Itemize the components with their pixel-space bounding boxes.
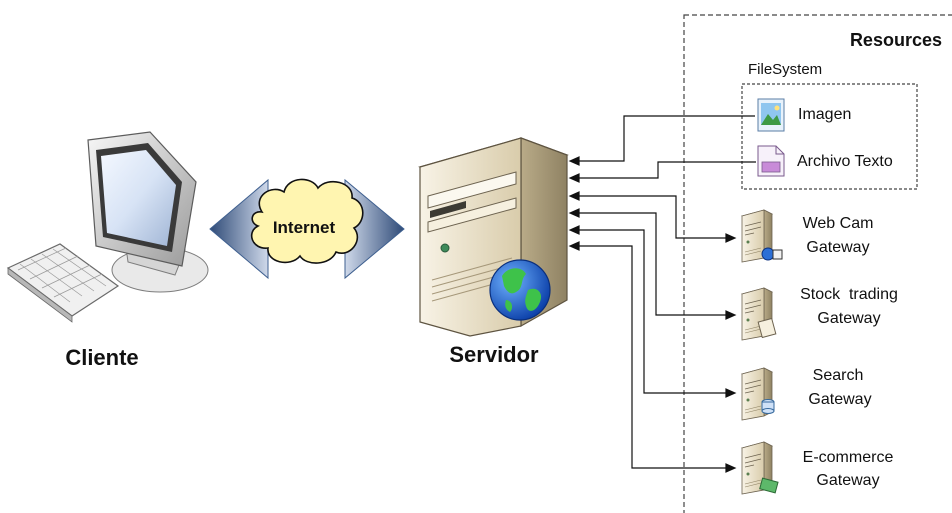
text-file-icon [757,145,785,177]
gateway-search-line2: Gateway [808,391,871,408]
client-computer-icon [6,131,209,323]
internet-connection [209,178,405,280]
server-label: Servidor [449,342,539,367]
search-gateway-server-icon [741,367,775,421]
gateway-search-line1: Search [813,367,864,384]
webcam-gateway-server-icon [741,209,783,263]
gateway-stock-line1: Stock trading [800,286,898,303]
file-label-archivo-texto: Archivo Texto [797,153,893,170]
connector-webcam-gateway [568,191,737,243]
stock-trading-gateway-server-icon [741,287,777,341]
gateway-ecommerce-line2: Gateway [816,472,879,489]
gateway-webcam-line2: Gateway [806,239,869,256]
connector-search-gateway [568,225,737,398]
filesystem-label: FileSystem [748,61,822,78]
connector-stock-gateway [568,208,737,320]
resources-region [683,14,952,513]
internet-label: Internet [273,218,336,237]
connector-imagen [568,115,755,166]
image-file-icon [757,98,785,132]
gateway-webcam-line1: Web Cam [803,215,874,232]
gateway-ecommerce-line1: E-commerce [803,449,894,466]
cloud-icon [250,178,364,264]
resources-label: Resources [850,30,942,50]
main-server-icon [418,137,569,337]
gateway-stock-line2: Gateway [817,310,880,327]
ecommerce-gateway-server-icon [741,441,779,495]
filesystem-group [741,83,918,190]
client-label: Cliente [65,345,138,370]
file-label-imagen: Imagen [798,106,851,123]
connector-archivo-texto [568,161,756,183]
globe-icon [489,259,551,321]
connectors [568,115,756,473]
connector-ecommerce-gateway [568,241,737,473]
